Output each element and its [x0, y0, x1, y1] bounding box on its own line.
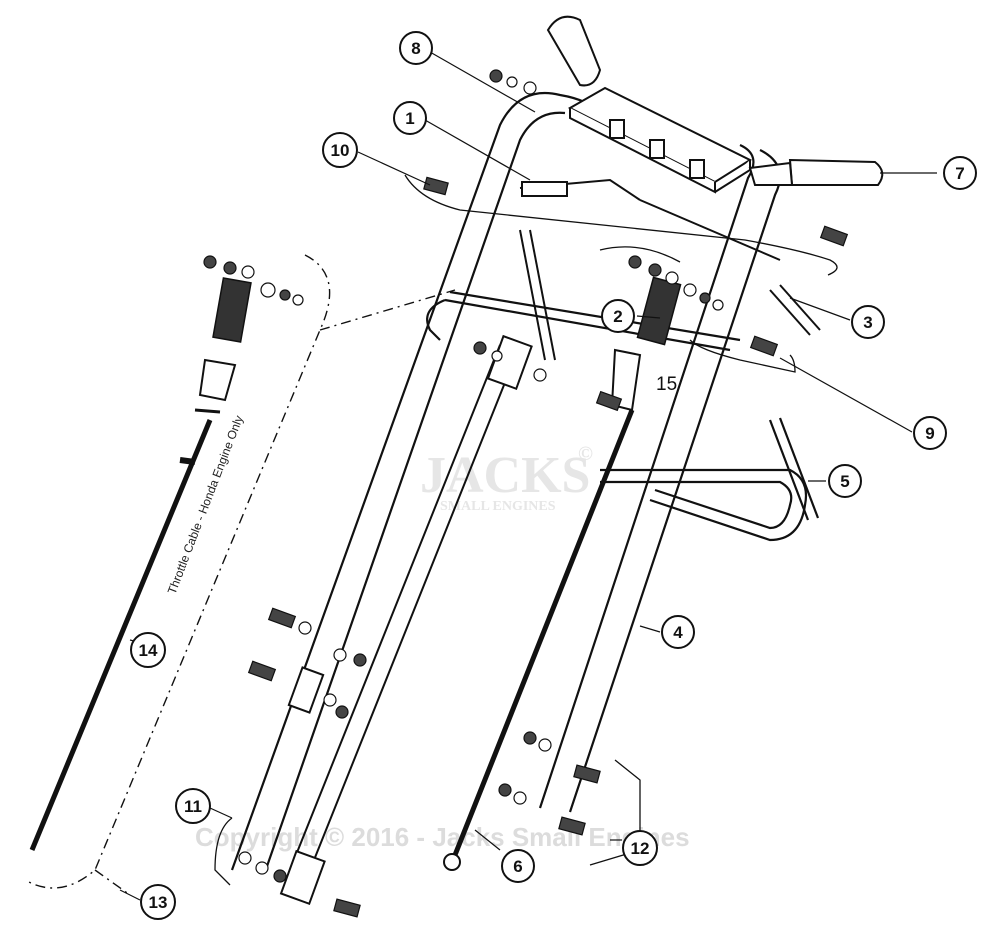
- callout-label: 13: [149, 893, 168, 912]
- callout-label: 7: [955, 164, 964, 183]
- callout-bubble: [501, 849, 535, 883]
- callout-5: 5: [828, 464, 862, 498]
- callout-label: 1: [405, 109, 414, 128]
- callout-label: 3: [863, 313, 872, 332]
- callout-label: 12: [631, 839, 650, 858]
- callout-label: 10: [331, 141, 350, 160]
- callout-bubble: [393, 101, 427, 135]
- callout-bubble: [661, 615, 695, 649]
- bracket-outlines: [214, 174, 838, 886]
- callout-label: 9: [925, 424, 934, 443]
- callout-bubble: [601, 299, 635, 333]
- bail-loop: [426, 298, 820, 542]
- throttle-cable-14: [29, 358, 237, 851]
- watermark-registered: ©: [578, 443, 593, 465]
- callout-14: 14: [130, 632, 166, 668]
- kit-outline-13: [24, 254, 456, 896]
- control-panel: [567, 86, 753, 194]
- callout-bubble: [130, 632, 166, 668]
- callout-4: 4: [661, 615, 695, 649]
- callout-label: 11: [184, 797, 202, 816]
- callout-label: 6: [513, 857, 522, 876]
- callout-label: 2: [613, 307, 622, 326]
- watermark-subtitle: SMALL ENGINES: [440, 499, 556, 514]
- callout-9: 9: [913, 416, 947, 450]
- callout-bubble: [913, 416, 947, 450]
- callout-bubble: [828, 464, 862, 498]
- cable-6: [443, 348, 642, 871]
- callout-bubble: [175, 788, 211, 824]
- callout-bubble: [140, 884, 176, 920]
- callout-12: 12: [622, 830, 658, 866]
- copyright-text: Copyright © 2016 - Jacks Small Engines: [195, 822, 690, 852]
- callout-1: 1: [393, 101, 427, 135]
- callout-bubble: [622, 830, 658, 866]
- callout-13: 13: [140, 884, 176, 920]
- callout-bubble: [322, 132, 358, 168]
- callout-3: 3: [851, 305, 885, 339]
- callout-7: 7: [943, 156, 977, 190]
- hardware: [203, 69, 849, 918]
- callout-bubble: [943, 156, 977, 190]
- watermark-brand: JACKS: [420, 447, 590, 504]
- callout-label: 5: [840, 472, 849, 491]
- leader-lines: [119, 51, 937, 901]
- hand-grips: [546, 15, 884, 186]
- callout-label: 4: [673, 623, 683, 642]
- callout-bubble: [851, 305, 885, 339]
- callout-label: 8: [411, 39, 420, 58]
- callout-6: 6: [501, 849, 535, 883]
- callout-label: 14: [139, 641, 158, 660]
- callout-2: 2: [601, 299, 635, 333]
- callout-8: 8: [399, 31, 433, 65]
- callout-11: 11: [175, 788, 211, 824]
- watermark: JACKS © SMALL ENGINES Copyright © 2016 -…: [195, 443, 690, 852]
- label-15: 15: [656, 374, 677, 395]
- callout-bubble: [399, 31, 433, 65]
- callout-10: 10: [322, 132, 358, 168]
- control-rods: [519, 178, 821, 361]
- bracket-11: [279, 334, 533, 906]
